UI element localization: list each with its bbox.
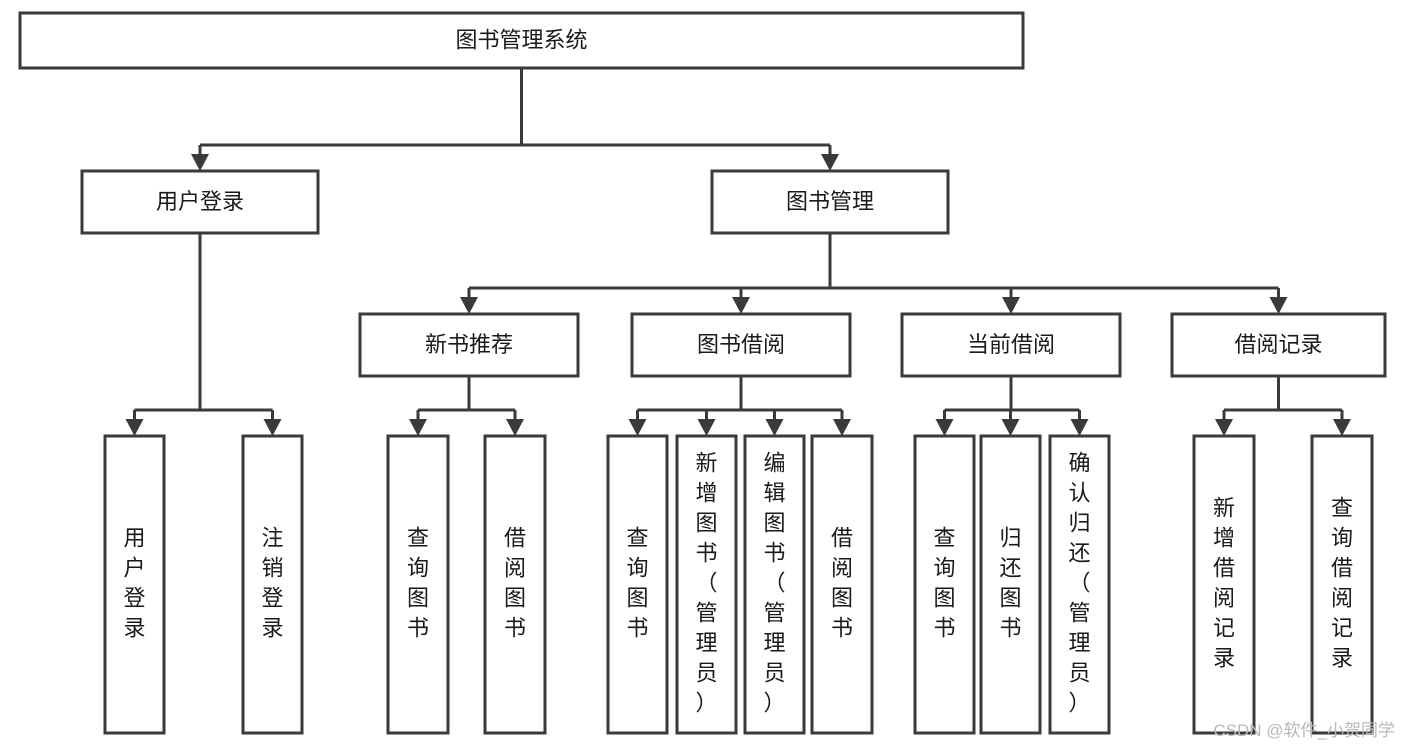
node-box-leaf-borrow-book-bb[interactable] <box>810 434 874 735</box>
node-label-leaf-query-book-cb: 查询图书 <box>933 526 955 641</box>
node-label-new-book-rec: 新书推荐 <box>425 332 513 357</box>
node-box-new-book-rec[interactable] <box>358 312 580 378</box>
node-leaf-borrow-book-bb[interactable]: 借阅图书 <box>810 434 874 735</box>
node-label-leaf-confirm-return-admin: 确认归还（管理员） <box>1068 451 1090 716</box>
node-box-book-borrow[interactable] <box>630 312 852 378</box>
node-box-leaf-edit-book-admin[interactable] <box>743 434 806 735</box>
node-box-leaf-add-book-admin[interactable] <box>675 434 738 735</box>
node-box-leaf-borrow-book-rec[interactable] <box>483 434 547 735</box>
node-label-leaf-return-book: 归还图书 <box>999 526 1021 641</box>
node-label-root: 图书管理系统 <box>455 27 587 52</box>
edges-layer <box>125 68 1351 436</box>
node-root[interactable]: 图书管理系统 <box>18 11 1025 70</box>
node-new-book-rec[interactable]: 新书推荐 <box>358 312 580 378</box>
node-book-borrow[interactable]: 图书借阅 <box>630 312 852 378</box>
node-leaf-edit-book-admin[interactable]: 编辑图书（管理员） <box>743 434 806 735</box>
node-box-leaf-query-book-rec[interactable] <box>386 434 450 735</box>
node-label-book-manage: 图书管理 <box>786 189 874 214</box>
node-box-book-manage[interactable] <box>710 169 950 235</box>
node-label-leaf-edit-book-admin: 编辑图书（管理员） <box>763 451 785 716</box>
node-leaf-query-book-bb[interactable]: 查询图书 <box>606 434 669 735</box>
node-label-borrow-record: 借阅记录 <box>1234 332 1322 357</box>
node-box-leaf-user-login[interactable] <box>103 434 166 735</box>
node-user-login[interactable]: 用户登录 <box>80 169 320 235</box>
node-box-user-login[interactable] <box>80 169 320 235</box>
node-leaf-add-book-admin[interactable]: 新增图书（管理员） <box>675 434 738 735</box>
node-label-leaf-user-logout: 注销登录 <box>261 526 283 641</box>
node-leaf-user-login[interactable]: 用户登录 <box>103 434 166 735</box>
node-box-leaf-return-book[interactable] <box>979 434 1042 735</box>
node-label-current-borrow: 当前借阅 <box>967 332 1055 357</box>
node-box-leaf-query-book-bb[interactable] <box>606 434 669 735</box>
node-box-root[interactable] <box>18 11 1025 70</box>
node-label-leaf-add-book-admin: 新增图书（管理员） <box>695 451 717 716</box>
node-label-leaf-borrow-book-bb: 借阅图书 <box>831 526 853 641</box>
node-label-leaf-user-login: 用户登录 <box>123 526 145 641</box>
node-leaf-query-book-cb[interactable]: 查询图书 <box>913 434 976 735</box>
node-box-leaf-confirm-return-admin[interactable] <box>1048 434 1111 735</box>
node-leaf-user-logout[interactable]: 注销登录 <box>241 434 304 735</box>
node-label-leaf-query-book-rec: 查询图书 <box>407 526 429 641</box>
node-current-borrow[interactable]: 当前借阅 <box>900 312 1122 378</box>
node-label-book-borrow: 图书借阅 <box>697 332 785 357</box>
node-leaf-add-borrow-record[interactable]: 新增借阅记录 <box>1192 434 1256 735</box>
node-box-current-borrow[interactable] <box>900 312 1122 378</box>
node-label-leaf-borrow-book-rec: 借阅图书 <box>504 526 526 641</box>
node-leaf-query-book-rec[interactable]: 查询图书 <box>386 434 450 735</box>
node-box-leaf-user-logout[interactable] <box>241 434 304 735</box>
node-label-leaf-query-book-bb: 查询图书 <box>626 526 648 641</box>
node-book-manage[interactable]: 图书管理 <box>710 169 950 235</box>
node-leaf-borrow-book-rec[interactable]: 借阅图书 <box>483 434 547 735</box>
node-borrow-record[interactable]: 借阅记录 <box>1170 312 1387 378</box>
node-leaf-confirm-return-admin[interactable]: 确认归还（管理员） <box>1048 434 1111 735</box>
nodes-layer: 图书管理系统用户登录图书管理新书推荐图书借阅当前借阅借阅记录用户登录注销登录查询… <box>18 11 1387 735</box>
node-box-borrow-record[interactable] <box>1170 312 1387 378</box>
node-label-leaf-query-borrow-record: 查询借阅记录 <box>1331 496 1353 671</box>
node-label-user-login: 用户登录 <box>156 189 244 214</box>
node-box-leaf-add-borrow-record[interactable] <box>1192 434 1256 735</box>
node-label-leaf-add-borrow-record: 新增借阅记录 <box>1213 496 1235 671</box>
node-box-leaf-query-book-cb[interactable] <box>913 434 976 735</box>
node-box-leaf-query-borrow-record[interactable] <box>1310 434 1374 735</box>
node-leaf-return-book[interactable]: 归还图书 <box>979 434 1042 735</box>
node-leaf-query-borrow-record[interactable]: 查询借阅记录 <box>1310 434 1374 735</box>
